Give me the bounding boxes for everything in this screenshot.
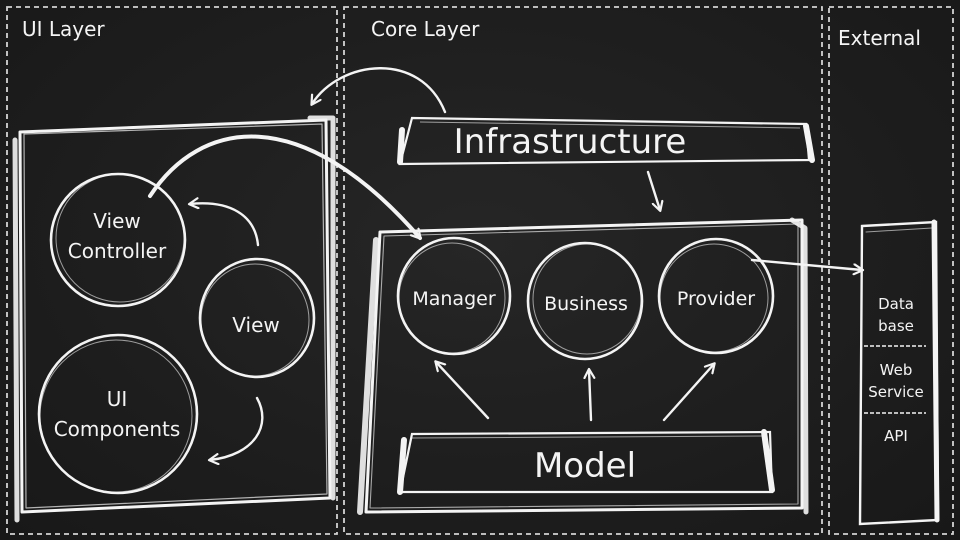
- infrastructure-node: Infrastructure: [397, 116, 815, 166]
- database-label-1: Data: [878, 295, 914, 313]
- external-box: [858, 219, 940, 526]
- arrow-provider-to-external: [750, 258, 862, 270]
- ui-layer-title: UI Layer: [22, 17, 105, 41]
- ui-components-node: UI Components: [37, 333, 199, 495]
- ui-components-label-2: Components: [54, 417, 181, 441]
- infrastructure-label: Infrastructure: [454, 122, 687, 162]
- view-controller-label-1: View: [93, 209, 140, 233]
- business-node: Business: [526, 241, 644, 361]
- business-label: Business: [544, 293, 628, 315]
- database-label-2: base: [878, 317, 914, 335]
- web-service-label-2: Service: [868, 383, 923, 401]
- view-label: View: [232, 313, 279, 337]
- provider-node: Provider: [657, 237, 775, 355]
- api-label: API: [884, 427, 908, 445]
- manager-node: Manager: [396, 236, 512, 356]
- ui-components-label-1: UI: [107, 387, 128, 411]
- arrow-infrastructure-to-ui: [312, 67, 447, 114]
- arrow-infrastructure-to-core: [646, 170, 660, 210]
- model-label: Model: [534, 446, 636, 486]
- core-layer-border: [343, 6, 823, 535]
- arrow-model-to-provider: [662, 364, 714, 422]
- arrow-viewcontroller-to-manager: [148, 134, 422, 240]
- provider-label: Provider: [677, 288, 755, 310]
- arrow-view-to-uicomponents: [210, 396, 264, 460]
- core-layer-box: [357, 217, 809, 515]
- external-layer-title: External: [838, 26, 921, 50]
- web-service-label-1: Web: [880, 361, 913, 379]
- model-node: Model: [397, 429, 775, 495]
- arrow-model-to-manager: [436, 362, 490, 420]
- arrow-model-to-business: [589, 370, 591, 422]
- external-layer-border: [828, 6, 954, 535]
- view-controller-label-2: Controller: [68, 239, 167, 263]
- view-node: View: [198, 257, 316, 379]
- core-layer-title: Core Layer: [371, 17, 480, 41]
- view-controller-node: View Controller: [49, 172, 187, 308]
- arrow-view-to-viewcontroller: [190, 203, 260, 247]
- ui-layer-border: [6, 6, 338, 535]
- ui-layer-box: [12, 115, 336, 523]
- manager-label: Manager: [412, 288, 495, 310]
